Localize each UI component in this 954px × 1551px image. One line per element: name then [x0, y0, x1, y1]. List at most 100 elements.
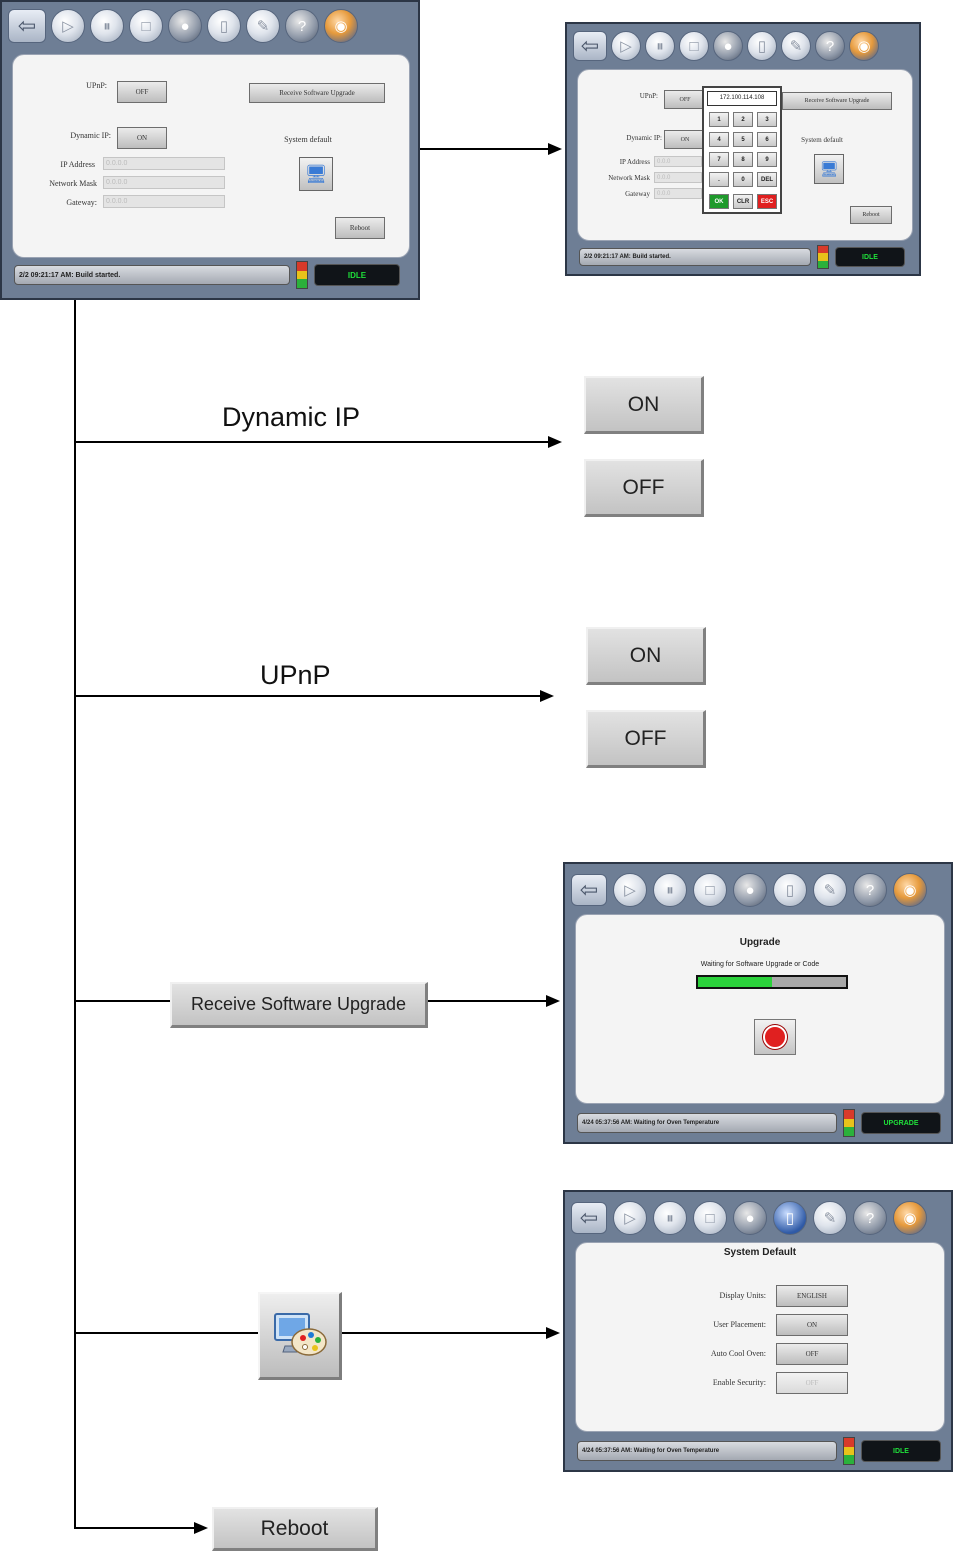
stop-icon[interactable]: □: [679, 31, 709, 61]
back-arrow-icon[interactable]: ⇦: [571, 1202, 607, 1234]
upnp-off-button[interactable]: OFF: [586, 710, 706, 768]
ip-address-field[interactable]: 0.0.0.0: [103, 157, 225, 170]
stop-octagon-icon: [763, 1025, 787, 1049]
help-icon[interactable]: ?: [853, 1201, 887, 1235]
pause-icon[interactable]: ⏸: [653, 873, 687, 907]
help-icon[interactable]: ?: [853, 873, 887, 907]
key-8[interactable]: 8: [733, 152, 753, 167]
upnp-toggle-button[interactable]: OFF: [117, 81, 167, 103]
user-placement-button[interactable]: ON: [776, 1314, 848, 1336]
network-mask-field[interactable]: 0.0.0: [654, 172, 702, 183]
key-0[interactable]: 0: [733, 172, 753, 187]
lock-icon[interactable]: ●: [713, 31, 743, 61]
document-icon[interactable]: ▯: [207, 9, 241, 43]
dynamic-ip-on-button[interactable]: ON: [584, 376, 704, 434]
numeric-keypad: 172.100.114.108 1 2 3 4 5 6 7 8 9 . 0 DE…: [702, 86, 782, 214]
lock-icon[interactable]: ●: [168, 9, 202, 43]
stop-icon[interactable]: □: [693, 873, 727, 907]
system-default-big-button[interactable]: [258, 1292, 342, 1380]
help-icon[interactable]: ?: [285, 9, 319, 43]
stop-icon[interactable]: □: [129, 9, 163, 43]
reboot-big-button[interactable]: Reboot: [212, 1507, 378, 1551]
document-icon[interactable]: ▯: [747, 31, 777, 61]
receive-upgrade-button[interactable]: Receive Software Upgrade: [782, 92, 892, 110]
key-7[interactable]: 7: [709, 152, 729, 167]
connector-arrowhead: [548, 436, 562, 448]
auto-cool-oven-button[interactable]: OFF: [776, 1343, 848, 1365]
key-1[interactable]: 1: [709, 112, 729, 127]
gateway-field[interactable]: 0.0.0: [654, 188, 702, 199]
document-icon[interactable]: ▯: [773, 1201, 807, 1235]
dynamic-ip-off-button[interactable]: OFF: [584, 459, 704, 517]
upnp-toggle-button[interactable]: OFF: [664, 90, 706, 109]
mode-indicator: IDLE: [835, 247, 905, 267]
status-text: 2/2 09:21:17 AM: Build started.: [579, 248, 811, 266]
pause-icon[interactable]: ⏸: [645, 31, 675, 61]
ip-address-label: IP Address: [60, 160, 95, 169]
system-default-panel: System Default Display Units: ENGLISH Us…: [575, 1242, 945, 1432]
wrench-icon[interactable]: ✎: [246, 9, 280, 43]
dynamic-ip-toggle-button[interactable]: ON: [664, 130, 706, 149]
play-icon[interactable]: ▷: [613, 1201, 647, 1235]
network-keypad-screen: ⇦ ▷ ⏸ □ ● ▯ ✎ ? ◉ UPnP: OFF Receive Soft…: [565, 22, 921, 276]
connector-line: [420, 148, 548, 150]
key-6[interactable]: 6: [757, 132, 777, 147]
key-9[interactable]: 9: [757, 152, 777, 167]
ip-address-label: IP Address: [619, 158, 650, 166]
receive-upgrade-button[interactable]: Receive Software Upgrade: [249, 83, 385, 103]
palette-monitor-icon: 🖥: [819, 161, 839, 178]
upgrade-title: Upgrade: [739, 937, 781, 948]
stop-icon[interactable]: □: [693, 1201, 727, 1235]
cancel-upgrade-button[interactable]: [754, 1019, 796, 1055]
gateway-label: Gateway:: [66, 198, 97, 207]
auto-cool-oven-label: Auto Cool Oven:: [710, 1349, 766, 1358]
display-units-button[interactable]: ENGLISH: [776, 1285, 848, 1307]
upnp-on-button[interactable]: ON: [586, 627, 706, 685]
dynamic-ip-toggle-button[interactable]: ON: [117, 127, 167, 149]
play-icon[interactable]: ▷: [51, 9, 85, 43]
key-2[interactable]: 2: [733, 112, 753, 127]
trunk-line: [74, 300, 76, 1528]
status-bar: 2/2 09:21:17 AM: Build started. IDLE: [579, 245, 913, 269]
status-bar: 2/2 09:21:17 AM: Build started. IDLE: [14, 261, 410, 289]
enable-security-button[interactable]: OFF: [776, 1372, 848, 1394]
wrench-icon[interactable]: ✎: [781, 31, 811, 61]
pause-icon[interactable]: ⏸: [653, 1201, 687, 1235]
reboot-button[interactable]: Reboot: [335, 217, 385, 239]
upgrade-screen: ⇦ ▷ ⏸ □ ● ▯ ✎ ? ◉ Upgrade Waiting for So…: [563, 862, 953, 1144]
upnp-label: UPnP:: [86, 81, 107, 90]
receive-upgrade-big-button[interactable]: Receive Software Upgrade: [170, 982, 428, 1028]
system-default-button[interactable]: 🖥: [299, 157, 333, 191]
palette-icon[interactable]: ◉: [849, 31, 879, 61]
key-del[interactable]: DEL: [757, 172, 777, 187]
key-ok[interactable]: OK: [709, 194, 729, 209]
wrench-icon[interactable]: ✎: [813, 873, 847, 907]
lock-icon[interactable]: ●: [733, 1201, 767, 1235]
gateway-field[interactable]: 0.0.0.0: [103, 195, 225, 208]
key-4[interactable]: 4: [709, 132, 729, 147]
document-icon[interactable]: ▯: [773, 873, 807, 907]
connector-line: [76, 1332, 260, 1334]
palette-icon[interactable]: ◉: [324, 9, 358, 43]
help-icon[interactable]: ?: [815, 31, 845, 61]
pause-icon[interactable]: ⏸: [90, 9, 124, 43]
back-arrow-icon[interactable]: ⇦: [573, 31, 607, 61]
back-arrow-icon[interactable]: ⇦: [571, 874, 607, 906]
palette-icon[interactable]: ◉: [893, 1201, 927, 1235]
lock-icon[interactable]: ●: [733, 873, 767, 907]
key-esc[interactable]: ESC: [757, 194, 777, 209]
play-icon[interactable]: ▷: [611, 31, 641, 61]
key-3[interactable]: 3: [757, 112, 777, 127]
key-dot[interactable]: .: [709, 172, 729, 187]
wrench-icon[interactable]: ✎: [813, 1201, 847, 1235]
key-clr[interactable]: CLR: [733, 194, 753, 209]
back-arrow-icon[interactable]: ⇦: [8, 9, 46, 43]
palette-icon[interactable]: ◉: [893, 873, 927, 907]
network-mask-field[interactable]: 0.0.0.0: [103, 176, 225, 189]
reboot-button[interactable]: Reboot: [850, 206, 892, 224]
key-5[interactable]: 5: [733, 132, 753, 147]
play-icon[interactable]: ▷: [613, 873, 647, 907]
system-default-button[interactable]: 🖥: [814, 154, 844, 184]
ip-address-field[interactable]: 0.0.0: [654, 156, 702, 167]
gateway-label: Gateway: [625, 190, 650, 198]
